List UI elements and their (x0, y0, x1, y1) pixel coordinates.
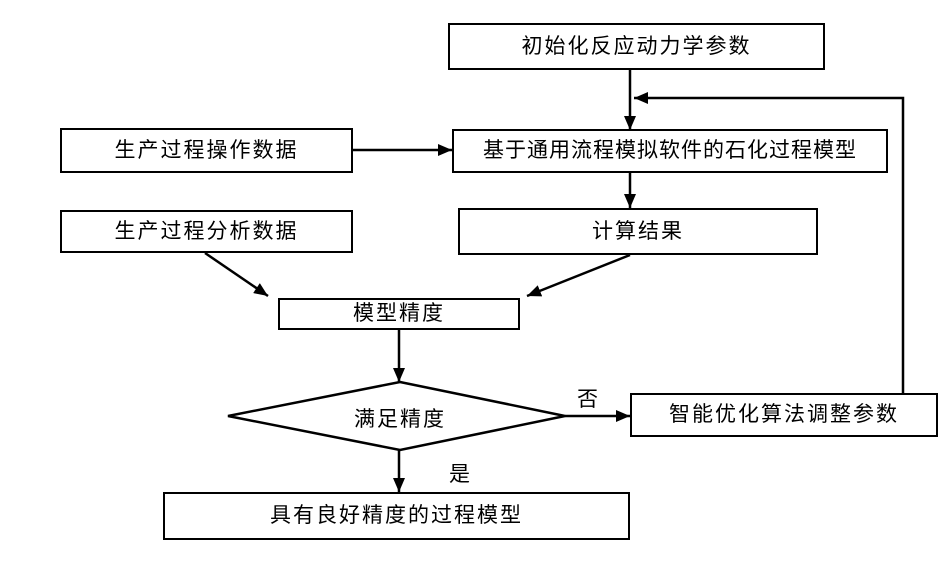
node-model-accuracy: 模型精度 (278, 298, 520, 330)
node-analysis-data: 生产过程分析数据 (60, 210, 353, 253)
node-accuracy-check-label: 满足精度 (354, 407, 446, 431)
node-calc-result: 计算结果 (458, 208, 818, 255)
edge-label-no: 否 (577, 387, 598, 411)
node-final-model: 具有良好精度的过程模型 (163, 492, 630, 540)
edge-label-yes: 是 (449, 462, 470, 486)
edge-optimizer-feedback (634, 92, 905, 393)
node-operation-data: 生产过程操作数据 (60, 128, 353, 173)
node-optimizer: 智能优化算法调整参数 (630, 393, 938, 437)
node-sim-model: 基于通用流程模拟软件的石化过程模型 (452, 129, 888, 173)
edge-calc-to-accuracy (526, 253, 631, 298)
edge-analysis-to-accuracy (204, 251, 269, 298)
node-init-params: 初始化反应动力学参数 (448, 23, 825, 70)
node-accuracy-check-shape (227, 380, 566, 452)
